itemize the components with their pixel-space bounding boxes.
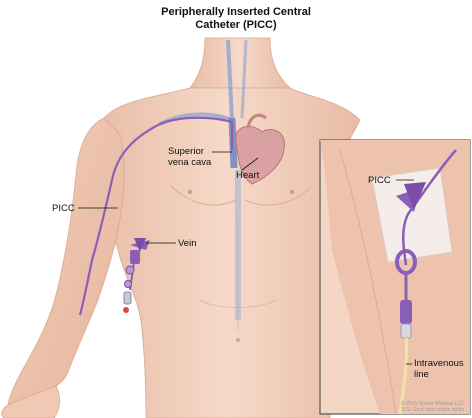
- label-heart: Heart: [236, 170, 259, 181]
- neck: [190, 38, 290, 88]
- label-superior-vena-cava: Superior vena cava: [168, 146, 211, 168]
- label-intravenous-line: Intravenous line: [414, 358, 464, 380]
- label-vein: Vein: [178, 238, 197, 249]
- copyright-notice: © 2015 Terese Winslow LLC U.S. Govt. has…: [401, 401, 464, 413]
- nipple-right: [290, 190, 294, 194]
- navel: [236, 338, 240, 342]
- figure-right-arm: [8, 118, 124, 412]
- nipple-left: [188, 190, 192, 194]
- label-picc-main: PICC: [52, 203, 75, 214]
- label-picc-inset: PICC: [368, 175, 391, 186]
